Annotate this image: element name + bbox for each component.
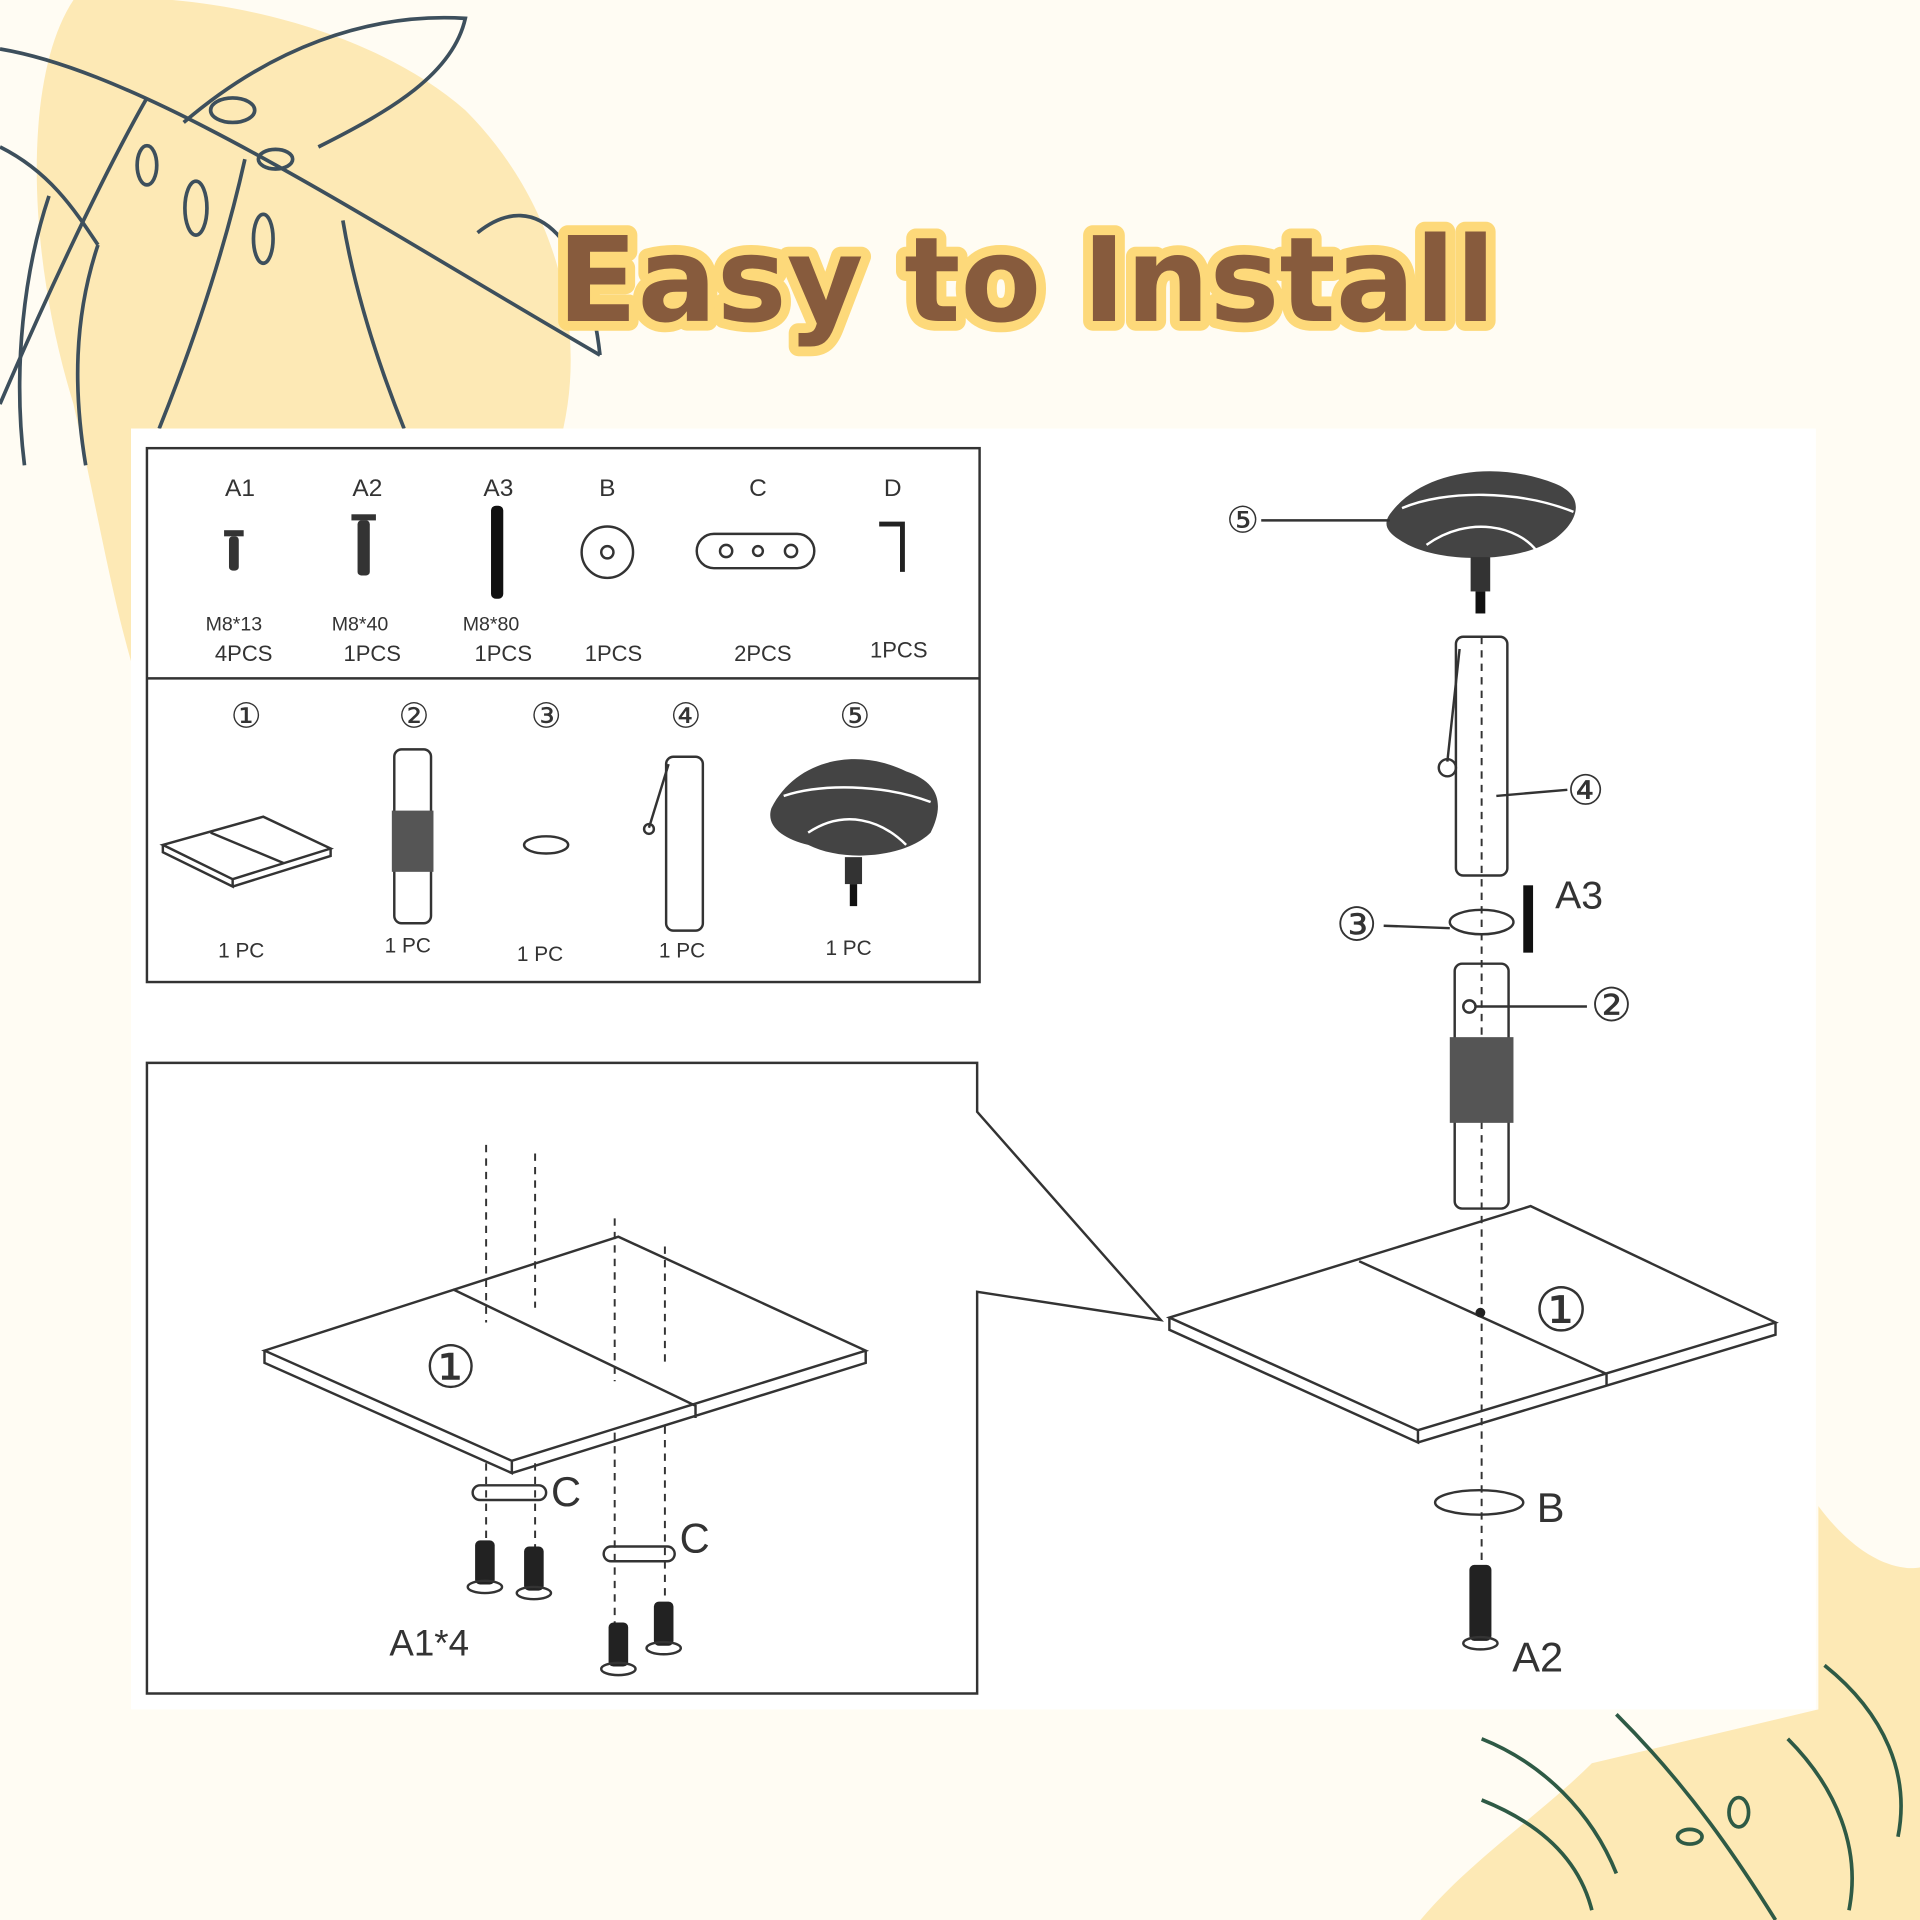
hardware-qty: 1PCS bbox=[343, 641, 401, 666]
step-2-exploded-view: ⑤ ④ ③ A3 ② ① B A2 bbox=[1165, 471, 1779, 1680]
washer-b-icon bbox=[1433, 1488, 1525, 1516]
board-number: ① bbox=[424, 1335, 477, 1400]
parts-list-box: A1 A2 A3 B C D M8*13 M8*40 M8*80 4PCS 1P… bbox=[145, 446, 981, 984]
callout-base-washer: B bbox=[1537, 1484, 1565, 1531]
callout-base-screw: A2 bbox=[1512, 1633, 1563, 1680]
plate-c-icon bbox=[695, 532, 816, 570]
part-number: ② bbox=[399, 697, 430, 735]
hardware-size: M8*80 bbox=[463, 614, 520, 636]
hardware-code: D bbox=[884, 475, 902, 502]
hardware-size: M8*13 bbox=[206, 614, 263, 636]
monstera-leaf-top-left bbox=[0, 0, 602, 662]
screw-a1-icon bbox=[224, 530, 244, 537]
base-board-icon bbox=[159, 815, 334, 889]
callout-washer: ③ bbox=[1336, 898, 1378, 950]
callout-base: ① bbox=[1534, 1276, 1589, 1344]
washer-3-icon bbox=[1448, 908, 1515, 936]
part-qty: 1 PC bbox=[218, 940, 264, 963]
bolt-a3-icon bbox=[491, 505, 504, 599]
hardware-qty: 1PCS bbox=[585, 641, 643, 666]
hardware-qty: 1PCS bbox=[870, 638, 928, 663]
callout-upper-pole: ④ bbox=[1567, 766, 1604, 813]
screws-label: A1*4 bbox=[389, 1623, 469, 1664]
part-qty: 1 PC bbox=[517, 943, 563, 966]
step-1-detail-box: ① C C A1*4 bbox=[145, 1061, 1164, 1695]
hardware-qty: 2PCS bbox=[734, 641, 792, 666]
hardware-code: C bbox=[749, 475, 767, 502]
plate-label: C bbox=[551, 1468, 581, 1515]
monstera-leaf-bottom-right bbox=[1420, 1506, 1920, 1920]
hardware-qty: 4PCS bbox=[215, 641, 273, 666]
hardware-icons bbox=[224, 505, 905, 599]
screw-a2-icon bbox=[1469, 1564, 1492, 1641]
washer-3-icon bbox=[522, 835, 570, 855]
page-title: Easy to Install bbox=[557, 212, 1495, 349]
hardware-qty: 1PCS bbox=[474, 641, 532, 666]
part-number: ③ bbox=[531, 697, 562, 735]
hardware-size: M8*40 bbox=[332, 614, 389, 636]
part-qty: 1 PC bbox=[825, 937, 871, 960]
part-number: ⑤ bbox=[839, 697, 870, 735]
instruction-panel bbox=[131, 428, 1816, 1710]
callout-top: ⑤ bbox=[1226, 500, 1259, 541]
hardware-code: A2 bbox=[352, 475, 382, 502]
callout-bolt: A3 bbox=[1555, 875, 1603, 918]
screw-a1-icons bbox=[466, 1540, 683, 1677]
hardware-code: B bbox=[599, 475, 615, 502]
callout-lower-pole: ② bbox=[1591, 979, 1633, 1031]
part-icons bbox=[159, 748, 938, 932]
plant-top-icon bbox=[1386, 471, 1576, 614]
board-halves bbox=[261, 1235, 870, 1475]
base-board-icon bbox=[1165, 1204, 1779, 1445]
washer-b-icon bbox=[580, 525, 635, 580]
part-qty: 1 PC bbox=[659, 940, 705, 963]
plate-label: C bbox=[680, 1515, 710, 1562]
part-number: ④ bbox=[670, 697, 701, 735]
bolt-a3-icon bbox=[1523, 885, 1534, 953]
hardware-code: A1 bbox=[225, 475, 255, 502]
sisal-wrap-icon bbox=[391, 810, 434, 872]
hardware-code: A3 bbox=[483, 475, 513, 502]
plate-c-icon bbox=[602, 1545, 676, 1563]
part-qty: 1 PC bbox=[385, 935, 431, 958]
plant-top-icon bbox=[770, 759, 938, 907]
upper-pole-icon bbox=[1454, 635, 1509, 877]
allen-key-d-icon bbox=[879, 521, 905, 572]
plate-c-icon bbox=[471, 1484, 548, 1502]
sisal-wrap-icon bbox=[1449, 1037, 1514, 1123]
part-number: ① bbox=[231, 697, 262, 735]
screw-a2-icon bbox=[351, 514, 376, 521]
upper-pole-icon bbox=[664, 755, 705, 932]
